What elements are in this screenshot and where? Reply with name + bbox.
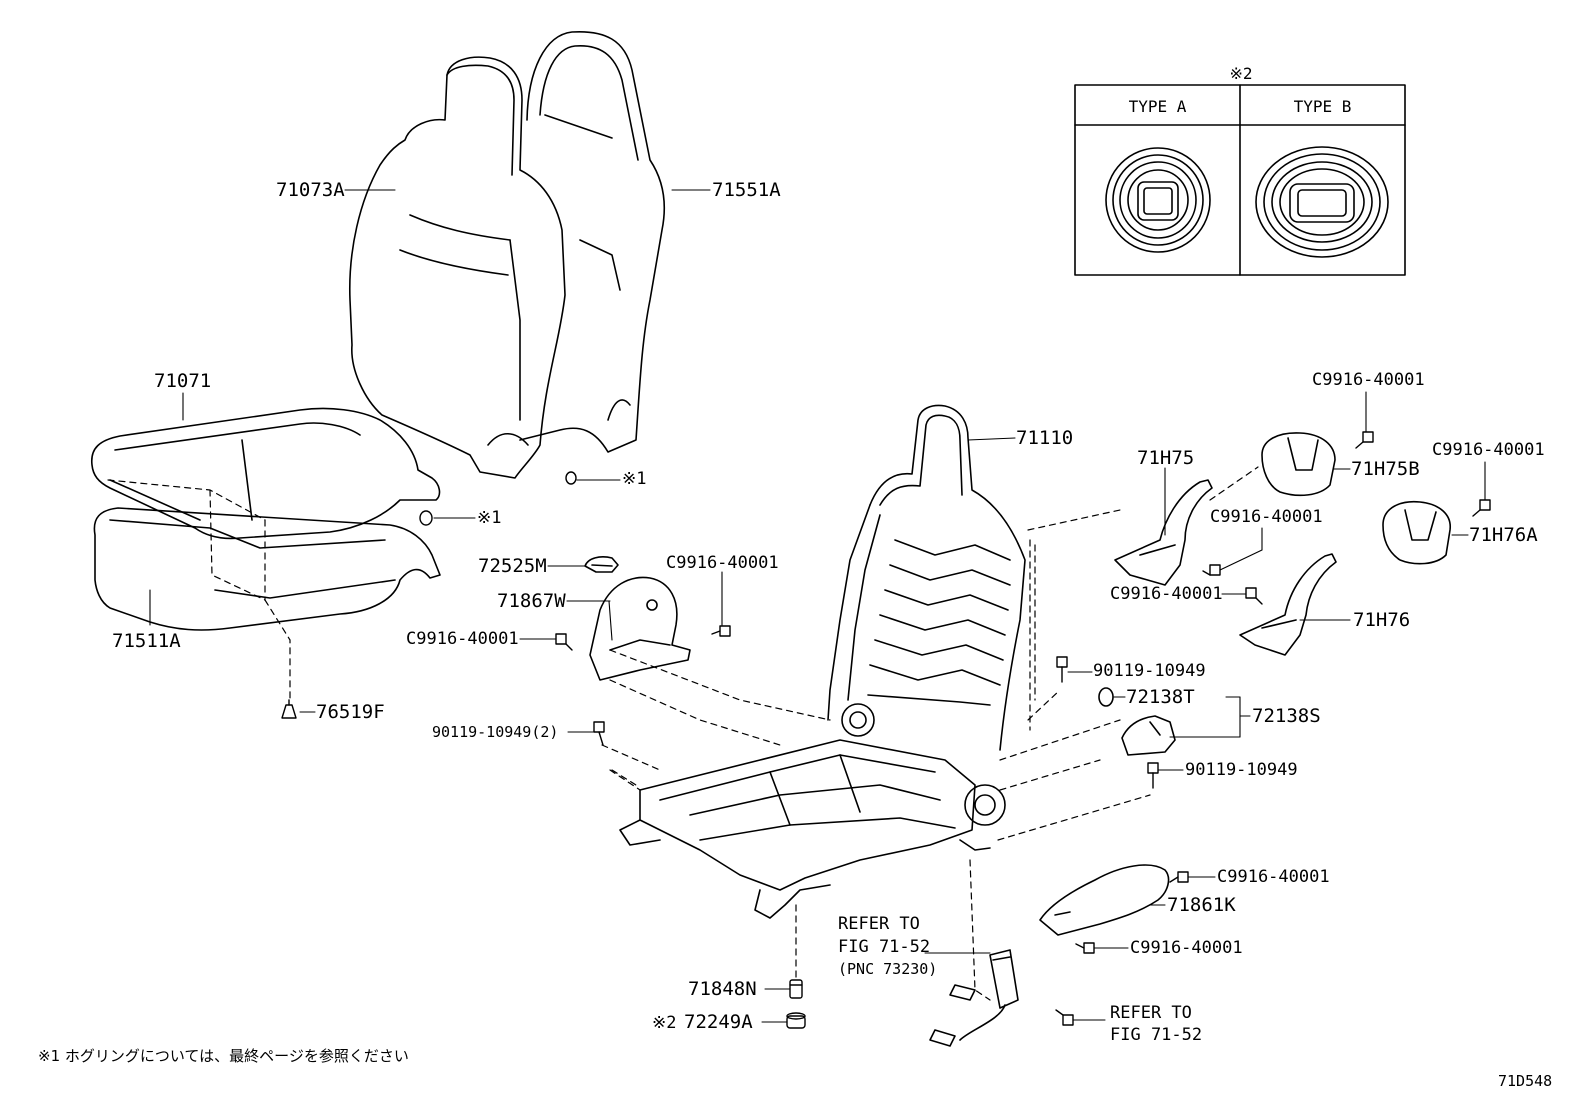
callout-c9916-71861K-top: C9916-40001 <box>1217 867 1330 887</box>
callout-mark1-back: ※1 <box>622 469 647 489</box>
callout-71511A: 71511A <box>112 630 181 652</box>
hinge-cover-71H75 <box>1114 479 1213 586</box>
seatback-cover-front <box>348 56 566 479</box>
bolt-refer-b <box>1055 1009 1074 1026</box>
callout-c9916-71H76-left: C9916-40001 <box>1110 584 1223 604</box>
callout-72249A: 72249A <box>684 1011 753 1033</box>
screw-c9916-top-right <box>1355 431 1374 449</box>
screw-c9916-71H76-left <box>1245 587 1263 605</box>
callout-c9916-71867W-left: C9916-40001 <box>406 629 519 649</box>
callout-90119-10949-b: 90119-10949 <box>1185 760 1298 780</box>
callout-refer-a-line3: (PNC 73230) <box>838 960 938 978</box>
callout-72138T: 72138T <box>1126 686 1195 708</box>
callout-c9916-71861K-bottom: C9916-40001 <box>1130 938 1243 958</box>
callout-mark1-seat: ※1 <box>477 508 502 528</box>
screw-c9916-71861K-top <box>1169 871 1189 883</box>
callout-71H76: 71H76 <box>1353 609 1411 631</box>
callout-refer-b-line2: FIG 71-52 <box>1110 1025 1203 1045</box>
callout-mark2: ※2 <box>652 1013 677 1033</box>
screw-c9916-71H76A <box>1472 499 1491 517</box>
hog-ring-seat <box>419 510 433 526</box>
cover-72138S <box>1121 715 1176 756</box>
plug-72249A <box>786 1012 806 1029</box>
cover-71861K <box>1039 864 1170 936</box>
callout-71867W: 71867W <box>497 590 566 612</box>
screw-c9916-71867W-left <box>555 633 573 651</box>
dashed-leaders-seat <box>107 479 637 786</box>
callout-71H76A: 71H76A <box>1469 524 1538 546</box>
type-a-grommet <box>1105 147 1211 253</box>
screw-c9916-71867W-right <box>711 625 731 637</box>
seat-cushion-cover <box>91 407 441 540</box>
callout-refer-a-line2: FIG 71-52 <box>838 937 931 957</box>
screw-c9916-71861K-bottom <box>1075 942 1095 954</box>
recliner-cover-71H75B <box>1261 432 1336 497</box>
fastener-76519F <box>281 699 297 719</box>
callout-72525M: 72525M <box>478 555 547 577</box>
hinge-cover-71H76 <box>1239 553 1337 656</box>
callout-71071: 71071 <box>154 370 212 392</box>
callout-71861K: 71861K <box>1167 894 1236 916</box>
bolt-90119-right-a <box>1056 656 1068 683</box>
inset-type-a-label: TYPE A <box>1128 97 1187 116</box>
inset-box <box>1074 84 1406 276</box>
bolt-90119-left <box>593 721 605 746</box>
bolt-90119-right-b <box>1147 762 1159 789</box>
callout-c9916-71867W-upper: C9916-40001 <box>666 553 779 573</box>
inset-mark: ※2 <box>1229 64 1253 83</box>
callout-refer-a-line1: REFER TO <box>838 914 920 934</box>
inset-type-b-label: TYPE B <box>1293 97 1352 116</box>
callout-71848N: 71848N <box>688 978 757 1000</box>
type-b-grommet <box>1255 146 1389 258</box>
seat-frame <box>619 404 1026 919</box>
clip-72525M <box>584 556 619 573</box>
seatbelt-buckle <box>929 949 1019 1047</box>
callout-refer-b-line1: REFER TO <box>1110 1003 1192 1023</box>
recliner-cover-71867W <box>589 576 691 681</box>
callout-71H75: 71H75 <box>1137 447 1195 469</box>
callout-71H75B: 71H75B <box>1351 458 1420 480</box>
callout-71073A: 71073A <box>276 179 345 201</box>
callout-c9916-71H76A-top: C9916-40001 <box>1432 440 1545 460</box>
pin-71848N <box>789 979 803 999</box>
callout-71110: 71110 <box>1016 427 1074 449</box>
callout-76519F: 76519F <box>316 701 385 723</box>
cap-72138T <box>1098 687 1114 707</box>
callout-c9916-71H75-mid: C9916-40001 <box>1210 507 1323 527</box>
seat-cushion-pad <box>93 507 441 631</box>
recliner-cover-71H76A <box>1382 500 1451 565</box>
callout-72138S: 72138S <box>1252 705 1321 727</box>
diagram-id: 71D548 <box>1498 1072 1553 1090</box>
callout-90119-10949-a: 90119-10949 <box>1093 661 1206 681</box>
callout-90119-10949-2: 90119-10949(2) <box>432 723 559 741</box>
screw-c9916-71H75-mid <box>1202 564 1221 576</box>
seatback-cover-rear <box>519 30 666 453</box>
callout-71551A: 71551A <box>712 179 781 201</box>
callout-c9916-71H75B-top: C9916-40001 <box>1312 370 1425 390</box>
leader-lines <box>149 189 1486 1023</box>
footnote-hog-ring: ※1 ホグリングについては、最終ページを参照ください <box>38 1047 409 1065</box>
hog-ring-back <box>565 471 577 485</box>
